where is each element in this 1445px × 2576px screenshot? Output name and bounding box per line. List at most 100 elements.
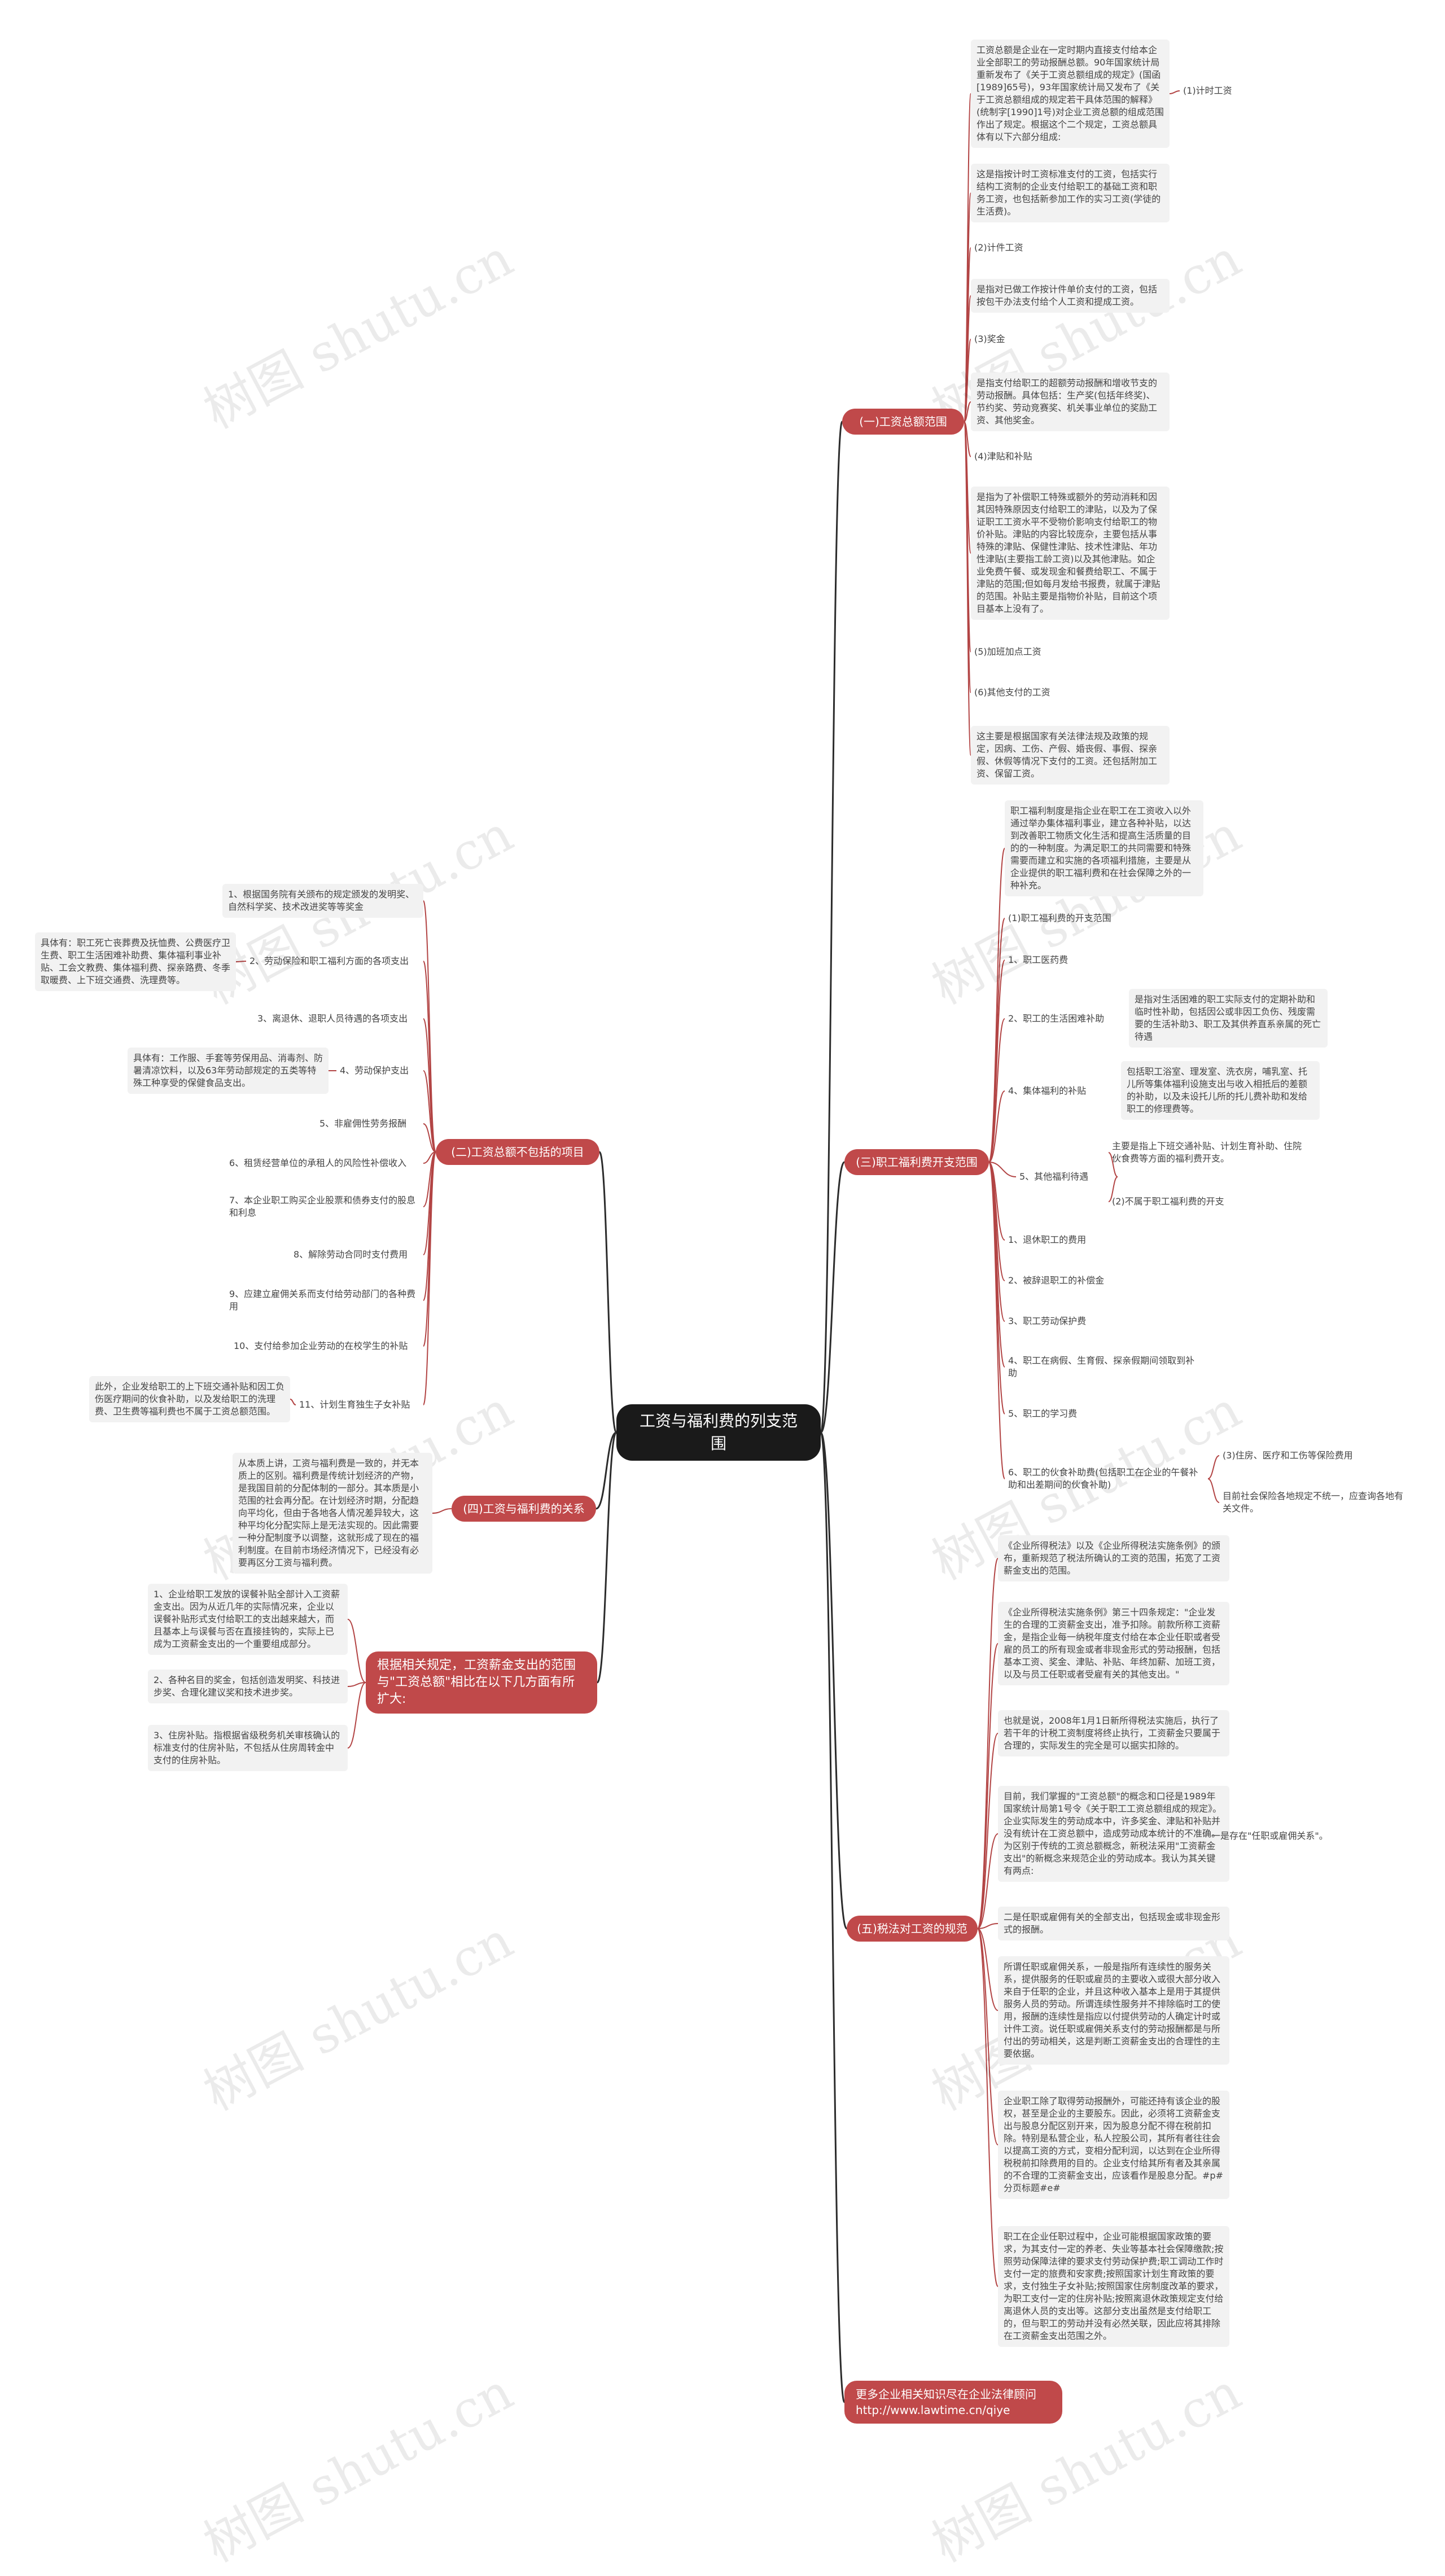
connector: [820, 1431, 846, 2403]
connector: [820, 1431, 848, 1930]
connector: [1108, 1152, 1118, 1177]
branch-welfare-scope[interactable]: (三)职工福利费开支范围: [844, 1149, 989, 1175]
b3-dismissal: 2、被辞退职工的补偿金: [1008, 1275, 1105, 1286]
b3-benefits-desc: 主要是指上下班交通补贴、计划生育补助、住院伙食费等方面的福利费开支。: [1112, 1141, 1302, 1164]
b5-item-3: 3、住房补贴。指根据省级税务机关审核确认的标准支付的住房补贴，不包括从住房周转金…: [148, 1725, 348, 1771]
connector: [977, 1833, 999, 1929]
b1-other-wage-desc: 这主要是根据国家有关法律法规及政策的规定，因病、工伤、产假、婚丧假、事假、探亲假…: [971, 726, 1170, 785]
connector: [1108, 1176, 1118, 1202]
connector: [423, 961, 436, 1153]
connector: [1207, 1478, 1220, 1503]
connector: [977, 1928, 999, 2287]
connector: [977, 1928, 999, 2145]
connector: [598, 1151, 618, 1434]
connector: [423, 1151, 436, 1405]
b5-item-1: 1、企业给职工发放的误餐补贴全部计入工资薪金支出。因为从近几年的实际情况来，企业…: [148, 1584, 348, 1655]
b6-note-4: 一是存在"任职或雇佣关系"。: [1211, 1830, 1328, 1841]
b3-hardship: 2、职工的生活困难补助: [1008, 1013, 1105, 1024]
connector: [235, 961, 247, 962]
b1-time-wage-desc: 这是指按计时工资标准支付的工资，包括实行结构工资制的企业支付给职工的基础工资和职…: [971, 164, 1170, 222]
b2-item-2-desc: 具体有：职工死亡丧葬费及抚恤费、公费医疗卫生费、职工生活困难补助费、集体福利事业…: [35, 932, 236, 991]
branch-tax-law[interactable]: (五)税法对工资的规范: [847, 1916, 978, 1942]
b3-collective-desc: 包括职工浴室、理发室、洗衣房，哺乳室、托儿所等集体福利设施支出与收入相抵后的差额…: [1121, 1061, 1320, 1120]
b4-text: 从本质上讲，工资与福利费是一致的，并无本质上的区别。福利费是传统计划经济的产物，…: [233, 1453, 432, 1574]
connector: [988, 1162, 1005, 1479]
branch-salary-expansion[interactable]: 根据相关规定，工资薪金支出的范围与"工资总额"相比在以下几方面有所扩大:: [366, 1651, 597, 1714]
b3-retired: 1、退休职工的费用: [1008, 1234, 1087, 1245]
connector: [977, 1928, 999, 2011]
connector: [977, 1923, 999, 1929]
b6-para-1: 《企业所得税法》以及《企业所得税法实施条例》的颁布，重新规范了税法所确认的工资的…: [998, 1535, 1229, 1581]
b1-bonus-label: (3)奖金: [974, 334, 1005, 344]
connector: [988, 1162, 1017, 1177]
connector-lines: [235, 90, 1230, 2403]
b1-bonus-desc: 是指支付给职工的超额劳动报酬和增收节支的劳动报酬。具体包括：生产奖(包括年终奖)…: [971, 373, 1170, 431]
connector: [423, 1070, 436, 1153]
branch-more-info-link[interactable]: 更多企业相关知识尽在企业法律顾问http://www.lawtime.cn/qi…: [844, 2381, 1062, 2424]
branch-wage-total-scope[interactable]: (一)工资总额范围: [842, 409, 964, 435]
connector: [820, 420, 843, 1434]
b3-insurance-desc: 目前社会保险各地规定不统一，应查询各地有关文件。: [1223, 1491, 1404, 1514]
b2-item-10: 10、支付给参加企业劳动的在校学生的补贴: [234, 1340, 408, 1351]
connector: [1169, 90, 1180, 94]
connector: [977, 1733, 999, 1929]
branch-wage-welfare-relation[interactable]: (四)工资与福利费的关系: [452, 1496, 596, 1522]
b6-para-4: 目前，我们掌握的"工资总额"的概念和口径是1989年国家统计局第1号令《关于职工…: [998, 1786, 1229, 1882]
b2-item-3: 3、离退休、退职人员待遇的各项支出: [257, 1013, 408, 1024]
b1-allowance-desc: 是指为了补偿职工特殊或额外的劳动消耗和因其因特殊原因支付给职工的津贴，以及为了保…: [971, 487, 1170, 620]
b6-para-2: 《企业所得税法实施条例》第三十四条规定："企业发生的合理的工资薪金支出，准予扣除…: [998, 1602, 1229, 1685]
b2-item-8: 8、解除劳动合同时支付费用: [294, 1249, 408, 1260]
b6-para-6: 所谓任职或雇佣关系，一般是指所有连续性的服务关系，提供服务的任职或雇员的主要收入…: [998, 1956, 1229, 2065]
b3-other-benefits: 5、其他福利待遇: [1019, 1171, 1089, 1182]
b2-item-4-desc: 具体有：工作服、手套等劳保用品、消毒剂、防暑清凉饮料，以及63年劳动部规定的五类…: [128, 1048, 329, 1094]
branch-wage-exclusions[interactable]: (二)工资总额不包括的项目: [436, 1139, 599, 1165]
connector: [596, 1431, 618, 1684]
b3-meal: 6、职工的伙食补助费(包括职工在企业的午餐补助和出差期间的伙食补助): [1008, 1467, 1198, 1490]
b1-allowance-label: (4)津贴和补贴: [974, 451, 1032, 462]
b3-medical: 1、职工医药费: [1008, 954, 1069, 965]
b1-time-wage-label: (1)计时工资: [1183, 85, 1232, 96]
b1-piece-wage-desc: 是指对已做工作按计件单价支付的工资，包括按包干办法支付给个人工资和提成工资。: [971, 279, 1170, 313]
connector: [347, 1682, 366, 1749]
b2-item-5: 5、非雇佣性劳务报酬: [319, 1118, 407, 1129]
b5-item-2: 2、各种名目的奖金，包括创造发明奖、科技进步奖、合理化建议奖和技术进步奖。: [148, 1670, 348, 1703]
b2-item-6: 6、租赁经营单位的承租人的风险性补偿收入: [229, 1158, 407, 1168]
b6-para-8: 职工在企业任职过程中，企业可能根据国家政策的要求，为其支付一定的养老、失业等基本…: [998, 2226, 1229, 2347]
connector: [988, 848, 1005, 1163]
b2-item-11-desc: 此外，企业发给职工的上下班交通补贴和因工负伤医疗期间的伙食补助，以及发给职工的洗…: [89, 1376, 290, 1422]
b3-sick-leave: 4、职工在病假、生育假、探亲假期间领取到补助: [1008, 1355, 1195, 1378]
b3-study: 5、职工的学习费: [1008, 1408, 1078, 1419]
b3-welfare-scope-label: (1)职工福利费的开支范围: [1008, 913, 1111, 923]
b2-item-11: 11、计划生育独生子女补贴: [299, 1399, 410, 1410]
b3-insurance-label: (3)住房、医疗和工伤等保险费用: [1223, 1450, 1353, 1461]
connector: [347, 1619, 366, 1683]
b6-para-7: 企业职工除了取得劳动报酬外，可能还持有该企业的股权，甚至是企业的主要股东。因此，…: [998, 2091, 1229, 2199]
b3-labor-protection: 3、职工劳动保护费: [1008, 1316, 1087, 1326]
connector: [988, 1090, 1005, 1163]
connector: [977, 1558, 999, 1929]
b3-intro: 职工福利制度是指企业在职工在工资收入以外通过举办集体福利事业，建立各种补贴，以达…: [1005, 800, 1203, 896]
root-node[interactable]: 工资与福利费的列支范围: [616, 1404, 821, 1461]
b1-piece-wage-label: (2)计件工资: [974, 242, 1023, 253]
connector: [988, 1018, 1005, 1163]
connector: [290, 1399, 296, 1405]
b2-item-1: 1、根据国务院有关颁布的规定颁发的发明奖、自然科学奖、技术改进奖等等奖金: [222, 884, 423, 918]
connector: [977, 1643, 999, 1929]
connector: [347, 1682, 366, 1687]
b3-hardship-desc: 是指对生活困难的职工实际支付的定期补助和临时性补助，包括因公或非因工负伤、残废需…: [1129, 989, 1328, 1048]
b6-para-3: 也就是说，2008年1月1日新所得税法实施后，执行了若干年的计税工资制度将终止执…: [998, 1710, 1229, 1756]
connector: [964, 339, 971, 422]
connector: [820, 1161, 846, 1434]
connector: [964, 401, 971, 422]
b3-collective: 4、集体福利的补贴: [1008, 1085, 1087, 1096]
b6-para-5: 二是任职或雇佣有关的全部支出，包括现金或非现金形式的报酬。: [998, 1907, 1229, 1940]
b2-item-4: 4、劳动保护支出: [340, 1065, 409, 1076]
connector: [432, 1508, 452, 1514]
b2-item-9: 9、应建立雇佣关系而支付给劳动部门的各种费用: [229, 1289, 416, 1312]
connector: [1207, 1455, 1220, 1479]
b1-overtime-label: (5)加班加点工资: [974, 646, 1041, 657]
b2-item-2: 2、劳动保险和职工福利方面的各项支出: [249, 956, 409, 966]
b1-other-wage-label: (6)其他支付的工资: [974, 687, 1050, 698]
connector: [595, 1431, 617, 1510]
b3-not-welfare-label: (2)不属于职工福利费的开支: [1112, 1196, 1224, 1207]
